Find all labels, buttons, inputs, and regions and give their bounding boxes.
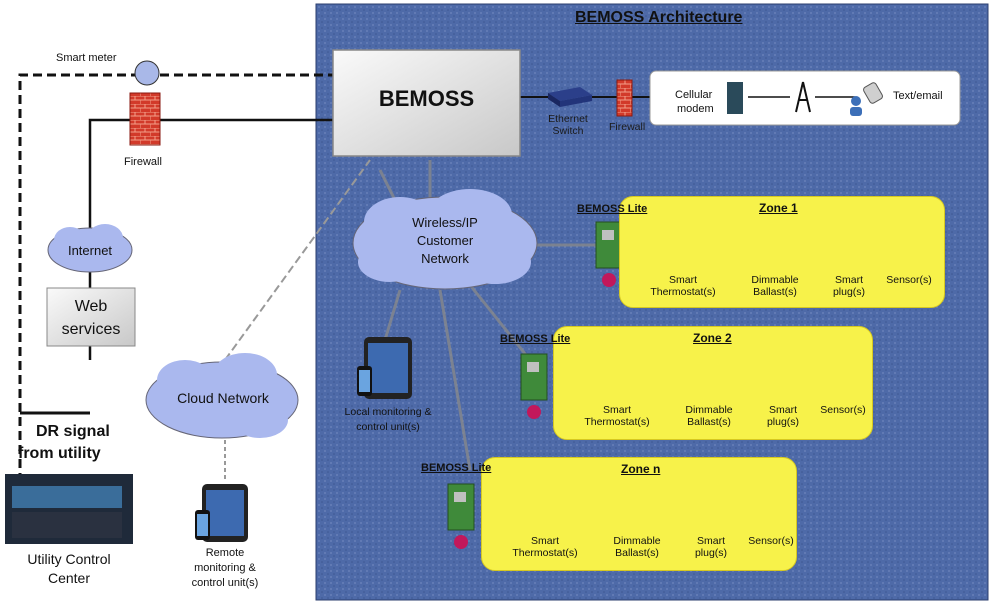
remote-tablet-icon	[195, 484, 248, 542]
device-label: Sensor(s)	[874, 274, 944, 286]
device-label-line: Dimmable	[685, 404, 733, 416]
cloud-network-label: Cloud Network	[177, 390, 269, 406]
device-label-line: Smart	[834, 274, 863, 286]
device-label-line: Smart	[668, 274, 697, 286]
bemoss-label: BEMOSS	[378, 86, 475, 111]
zone-title: Zone 2	[693, 331, 732, 345]
network-links	[378, 160, 600, 471]
bemoss-lite-label: BEMOSS Lite	[500, 333, 571, 345]
device-label-line: Thermostat(s)	[512, 547, 578, 559]
device-label-line: Dimmable	[613, 535, 661, 547]
firewall-icon	[129, 92, 161, 146]
text-email-label: Text/email	[893, 90, 943, 102]
local-unit-line1: Local monitoring &	[344, 406, 432, 418]
utility-center-line2: Center	[47, 570, 91, 586]
web-services-box	[46, 287, 136, 347]
device-label-line: plug(s)	[766, 416, 800, 428]
phone-icon	[863, 82, 883, 104]
bemoss-lite-label: BEMOSS Lite	[577, 203, 648, 215]
device-label: Sensor(s)	[736, 535, 806, 547]
device-label-line: Sensor(s)	[748, 535, 794, 547]
local-tablet-icon	[357, 337, 412, 399]
web-services-label-2: services	[61, 321, 121, 338]
diagram-title: BEMOSS Architecture	[575, 9, 743, 26]
remote-unit-line1: Remote	[205, 547, 245, 559]
firewall-label: Firewall	[124, 156, 162, 168]
device-label: Sensor(s)	[808, 404, 878, 416]
cloud-network	[145, 353, 299, 439]
customer-network-line3: Network	[421, 251, 469, 266]
internet-label: Internet	[67, 243, 113, 258]
zone-2-panel	[553, 326, 873, 440]
customer-network-cloud	[352, 189, 538, 290]
remote-unit-line3: control unit(s)	[191, 577, 259, 589]
device-label-line: Sensor(s)	[820, 404, 866, 416]
customer-network-line1: Wireless/IP	[412, 215, 478, 230]
user-icon	[850, 96, 862, 116]
device-label-line: Sensor(s)	[886, 274, 932, 286]
device-label-line: Dimmable	[751, 274, 799, 286]
smart-meter-icon	[134, 60, 160, 86]
device-label-line: Ballast(s)	[753, 286, 797, 298]
firewall-link-line	[88, 118, 335, 360]
device-label-line: Smart	[768, 404, 797, 416]
device-label-line: plug(s)	[832, 286, 866, 298]
raspberry-pi-icon	[447, 483, 475, 549]
ethernet-switch-label-1: Ethernet	[548, 113, 588, 125]
dashed-meter-line	[18, 73, 335, 510]
tower-icon	[795, 81, 811, 113]
device-label-line: Ballast(s)	[687, 416, 731, 428]
device-label-line: Smart	[696, 535, 725, 547]
firewall-right-label: Firewall	[609, 121, 646, 133]
dr-signal-line2: from utility	[18, 445, 101, 462]
bemoss-box	[332, 49, 521, 157]
local-unit-line2: control unit(s)	[356, 421, 420, 433]
ethernet-switch-label-2: Switch	[552, 125, 584, 137]
device-label-line: Thermostat(s)	[584, 416, 650, 428]
firewall-right-icon	[616, 79, 633, 117]
bemoss-lite-label: BEMOSS Lite	[421, 462, 492, 474]
raspberry-pi-icon	[520, 353, 548, 419]
raspberry-pi-icon	[595, 221, 623, 287]
web-services-label-1: Web	[74, 298, 108, 315]
zone-title: Zone 1	[759, 201, 798, 215]
device-label-line: plug(s)	[694, 547, 728, 559]
modem-label-1: Cellular	[675, 89, 713, 101]
internet-cloud	[47, 224, 133, 273]
device-label-line: Smart	[530, 535, 559, 547]
utility-center-line1: Utility Control	[27, 551, 111, 567]
device-label-line: Ballast(s)	[615, 547, 659, 559]
modem-icon	[727, 82, 743, 114]
device-label-line: Smart	[602, 404, 631, 416]
zone-n-panel	[481, 457, 797, 571]
zone-1-panel	[619, 196, 945, 308]
device-label-line: Thermostat(s)	[650, 286, 716, 298]
remote-unit-line2: monitoring &	[194, 562, 256, 574]
ethernet-switch-icon	[548, 87, 592, 107]
zone-title: Zone n	[621, 462, 661, 476]
customer-network-line2: Customer	[416, 233, 474, 248]
smart-meter-label: Smart meter	[56, 52, 117, 64]
dr-signal-line1: DR signal	[36, 423, 110, 440]
modem-label-2: modem	[677, 103, 714, 115]
cloud-bemoss-link	[224, 159, 371, 361]
